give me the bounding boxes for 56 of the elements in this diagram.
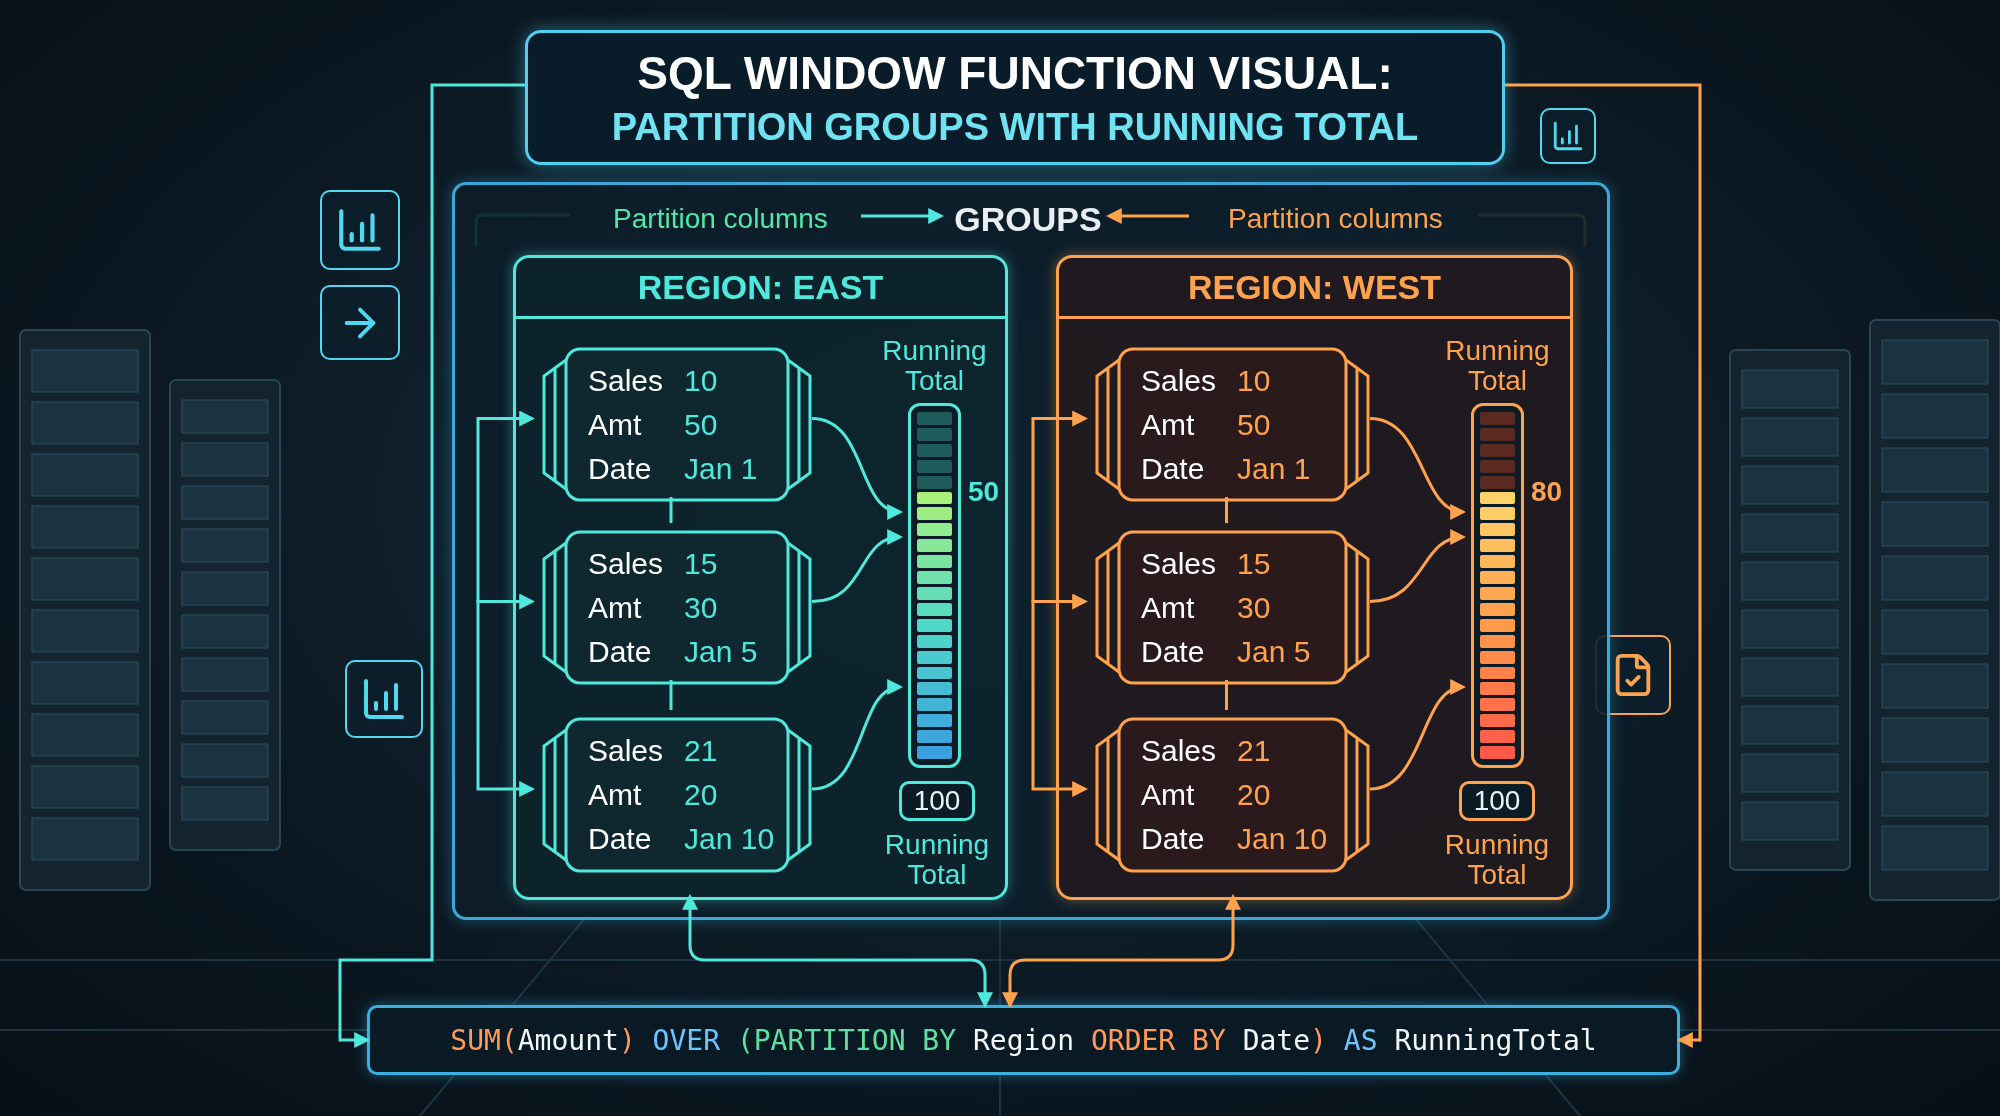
arrow — [1031, 410, 1089, 600]
panel-heading: REGION: WEST — [1187, 267, 1442, 307]
arrow — [682, 893, 993, 1009]
record-field: Amt 50 — [588, 404, 818, 445]
record-field: Date Jan 10 — [1141, 819, 1376, 859]
panel-heading: REGION: EAST — [637, 267, 884, 307]
header-label: GROUPS — [948, 196, 1108, 242]
main-panel — [452, 182, 1610, 920]
record-field: Sales 21 — [588, 731, 818, 771]
connector-line — [1225, 497, 1228, 523]
arrow — [811, 530, 904, 603]
arrow — [1369, 530, 1467, 603]
record-field: Sales 10 — [1141, 360, 1376, 401]
record-field: Date Jan 5 — [1141, 631, 1376, 672]
connector-line — [669, 680, 673, 710]
record-field: Date Jan 1 — [588, 448, 818, 489]
subtitle-text: PARTITION GROUPS WITH RUNNING TOTAL — [611, 106, 1419, 149]
header-label: Partition columns — [1198, 198, 1473, 240]
gauge-heading: Running Total — [881, 336, 988, 396]
sql-expression: SUM(Amount) OVER (PARTITION BY Region ORDER BY Date) AS RunningTotal — [367, 1005, 1680, 1075]
arrow — [476, 600, 536, 797]
arrow — [861, 208, 945, 224]
arrow — [1105, 208, 1189, 224]
gauge-value: 80 — [1531, 476, 1563, 508]
gauge-caption: Running Total — [883, 830, 991, 890]
region-panel — [1056, 255, 1573, 900]
arrow — [1031, 600, 1089, 797]
record-field: Date Jan 1 — [1141, 448, 1376, 489]
connector-line — [669, 497, 673, 523]
record-field: Sales 21 — [1141, 731, 1376, 771]
record-field: Amt 20 — [1141, 775, 1376, 815]
arrow — [1369, 417, 1467, 518]
record-field: Sales 15 — [1141, 543, 1376, 584]
record-field: Amt 50 — [1141, 404, 1376, 445]
arrow — [338, 83, 525, 1048]
record-field: Amt 20 — [588, 775, 818, 815]
header-label: Partition columns — [583, 198, 858, 240]
title-text: SQL WINDOW FUNCTION VISUAL: — [637, 46, 1393, 100]
record-field: Sales 10 — [588, 360, 818, 401]
record-field: Amt 30 — [1141, 587, 1376, 628]
arrow — [811, 417, 904, 518]
connector-line — [1225, 680, 1228, 710]
title-box — [525, 30, 1505, 165]
gauge-caption: Running Total — [1443, 830, 1551, 890]
arrow — [811, 681, 904, 791]
region-panel — [513, 255, 1008, 900]
gauge-heading: Running Total — [1444, 336, 1551, 396]
record-field: Sales 15 — [588, 543, 818, 584]
record-field: Date Jan 5 — [588, 631, 818, 672]
gauge-value: 50 — [968, 476, 1000, 508]
arrow — [1505, 83, 1702, 1048]
arrow — [1369, 681, 1467, 791]
arrow — [476, 410, 536, 600]
record-field: Date Jan 10 — [588, 819, 818, 859]
record-field: Amt 30 — [588, 587, 818, 628]
arrow — [1002, 893, 1241, 1009]
